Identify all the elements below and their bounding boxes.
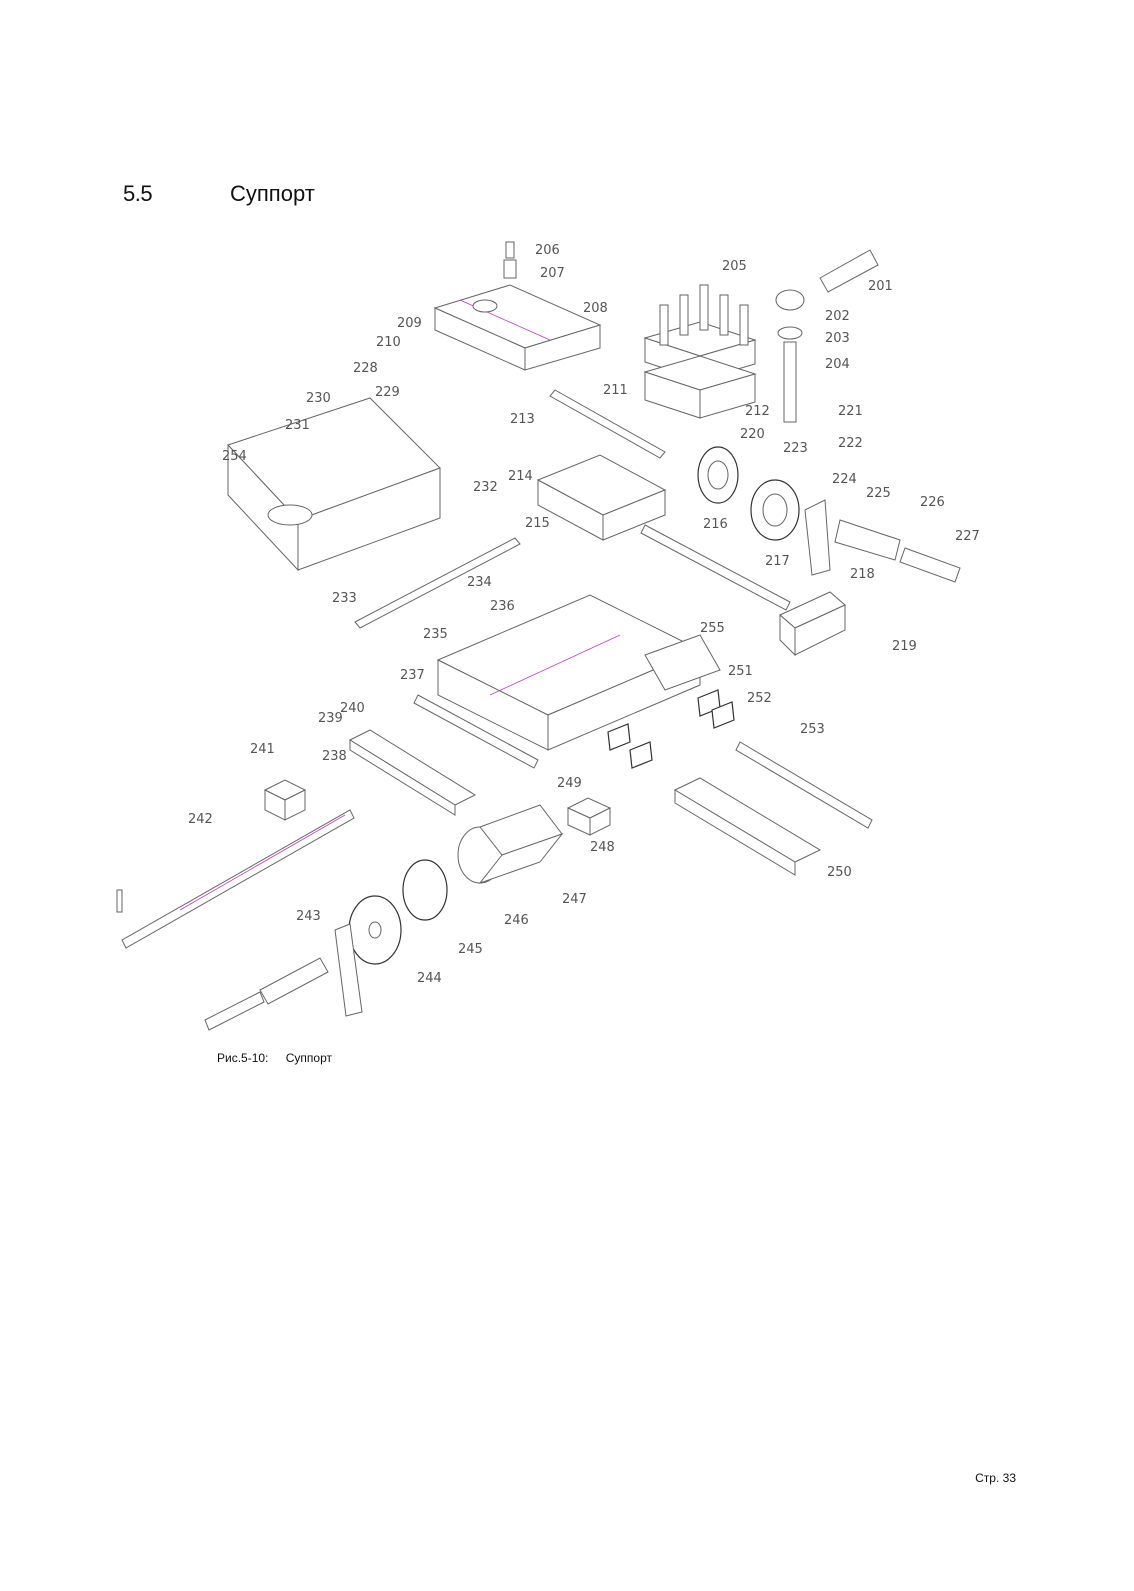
part-label: 223 — [783, 441, 808, 456]
part-201-handle — [775, 249, 879, 423]
part-label: 230 — [306, 391, 331, 406]
part-label: 250 — [827, 865, 852, 880]
part-216-shaft — [640, 524, 791, 611]
part-label: 243 — [296, 909, 321, 924]
part-250-plate — [673, 777, 822, 876]
part-242-lead-screw — [121, 809, 355, 949]
part-label: 237 — [400, 668, 425, 683]
part-238-plate — [348, 729, 477, 816]
part-label: 240 — [340, 701, 365, 716]
part-label-group: 201 202 203 204 205 206 207 208 209 210 … — [188, 243, 980, 986]
section-title: Суппорт — [230, 181, 315, 206]
part-label: 246 — [504, 913, 529, 928]
part-label: 233 — [332, 591, 357, 606]
part-label: 220 — [740, 427, 765, 442]
part-237-gib — [413, 694, 539, 769]
part-label: 210 — [376, 335, 401, 350]
part-label: 204 — [825, 357, 850, 372]
part-244-245-dial — [348, 859, 448, 965]
part-214-slide-block — [536, 454, 667, 541]
part-label: 221 — [838, 404, 863, 419]
part-233-gib — [354, 537, 521, 629]
part-label: 206 — [535, 243, 560, 258]
part-218-bracket — [779, 591, 846, 657]
part-253-gib — [735, 741, 873, 829]
part-label: 239 — [318, 711, 343, 726]
part-label: 222 — [838, 436, 863, 451]
part-label: 205 — [722, 259, 747, 274]
part-label: 225 — [866, 486, 891, 501]
part-label: 218 — [850, 567, 875, 582]
part-248-block — [566, 797, 612, 836]
part-212-tool-post — [643, 284, 757, 419]
part-label: 203 — [825, 331, 850, 346]
part-label: 253 — [800, 722, 825, 737]
part-label: 231 — [285, 418, 310, 433]
section-number: 5.5 — [123, 181, 153, 206]
part-label: 202 — [825, 309, 850, 324]
part-label: 216 — [703, 517, 728, 532]
part-label: 255 — [700, 621, 725, 636]
part-208-top-slide — [433, 284, 602, 371]
part-label: 217 — [765, 554, 790, 569]
part-label: 207 — [540, 266, 565, 281]
caption-title: Суппорт — [285, 1051, 332, 1065]
part-251-252-plates — [607, 689, 735, 769]
part-label: 252 — [747, 691, 772, 706]
part-label: 248 — [590, 840, 615, 855]
page-number: Стр. 33 — [975, 1471, 1016, 1485]
part-label: 213 — [510, 412, 535, 427]
part-254-cross-slide — [227, 397, 441, 572]
figure-caption: Рис.5-10: Суппорт — [217, 1051, 332, 1065]
part-label: 254 — [222, 449, 247, 464]
part-226-227-handle — [204, 957, 329, 1031]
part-label: 235 — [423, 627, 448, 642]
part-243-crank — [334, 923, 363, 1017]
part-label: 224 — [832, 472, 857, 487]
part-label: 226 — [920, 495, 945, 510]
part-label: 245 — [458, 942, 483, 957]
part-label: 249 — [557, 776, 582, 791]
part-label: 241 — [250, 742, 275, 757]
part-label: 214 — [508, 469, 533, 484]
exploded-parts-diagram: 201 202 203 204 205 206 207 208 209 210 … — [116, 241, 980, 1031]
part-label: 238 — [322, 749, 347, 764]
part-label: 227 — [955, 529, 980, 544]
part-label: 251 — [728, 664, 753, 679]
part-211-pin — [116, 889, 123, 913]
caption-label: Рис.5-10: — [217, 1051, 269, 1065]
part-206-207-screw — [503, 241, 517, 279]
part-label: 209 — [397, 316, 422, 331]
part-247-housing — [457, 804, 564, 885]
part-label: 208 — [583, 301, 608, 316]
part-label: 201 — [868, 279, 893, 294]
part-label: 212 — [745, 404, 770, 419]
part-label: 228 — [353, 361, 378, 376]
part-label: 232 — [473, 480, 498, 495]
part-label: 211 — [603, 383, 628, 398]
part-241-nut — [263, 779, 307, 821]
part-label: 242 — [188, 812, 213, 827]
part-label: 234 — [467, 575, 492, 590]
part-label: 219 — [892, 639, 917, 654]
part-label: 215 — [525, 516, 550, 531]
part-255-saddle — [436, 594, 721, 751]
part-211-gib — [549, 389, 666, 459]
part-220-224-dials — [697, 446, 800, 541]
part-label: 236 — [490, 599, 515, 614]
part-label: 247 — [562, 892, 587, 907]
part-label: 244 — [417, 971, 442, 986]
part-label: 229 — [375, 385, 400, 400]
part-225-crank — [804, 499, 961, 583]
